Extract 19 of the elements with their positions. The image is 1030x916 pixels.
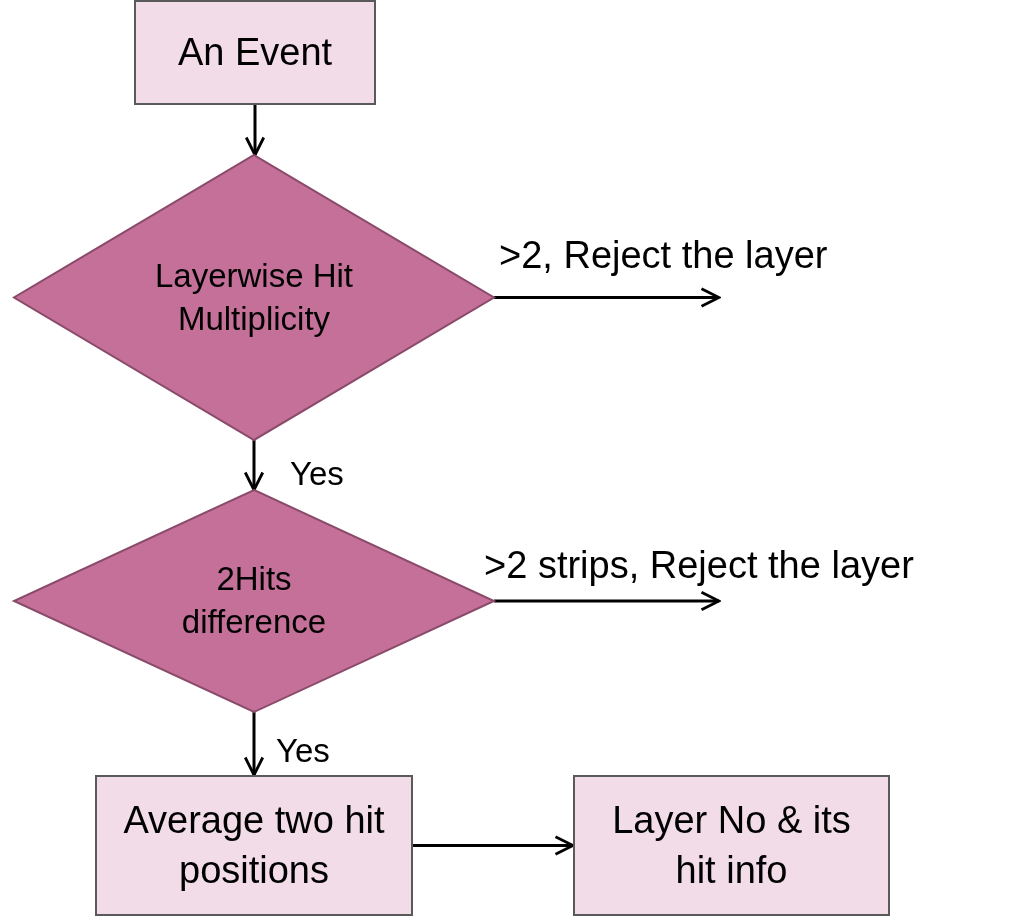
process-box bbox=[573, 775, 890, 916]
arrow bbox=[243, 440, 265, 492]
decision-diamond bbox=[14, 155, 494, 440]
node-text: Layer No & its hit info bbox=[611, 798, 852, 893]
node-text: Layerwise Hit Multiplicity bbox=[153, 255, 355, 339]
process-box bbox=[134, 0, 376, 105]
edge-label: Yes bbox=[290, 457, 344, 490]
process-box bbox=[95, 775, 413, 916]
node-text: An Event bbox=[177, 29, 333, 75]
node-text: Average two hit positions bbox=[122, 798, 386, 893]
edge-label: Yes bbox=[276, 733, 330, 767]
arrow bbox=[243, 712, 265, 777]
arrow bbox=[244, 105, 266, 157]
node-text: 2Hits difference bbox=[180, 559, 328, 642]
edge-label: >2 strips, Reject the layer bbox=[484, 546, 914, 584]
arrow bbox=[413, 835, 575, 856]
arrow bbox=[494, 590, 721, 612]
edge-label: >2, Reject the layer bbox=[499, 235, 828, 274]
arrow bbox=[494, 287, 721, 308]
